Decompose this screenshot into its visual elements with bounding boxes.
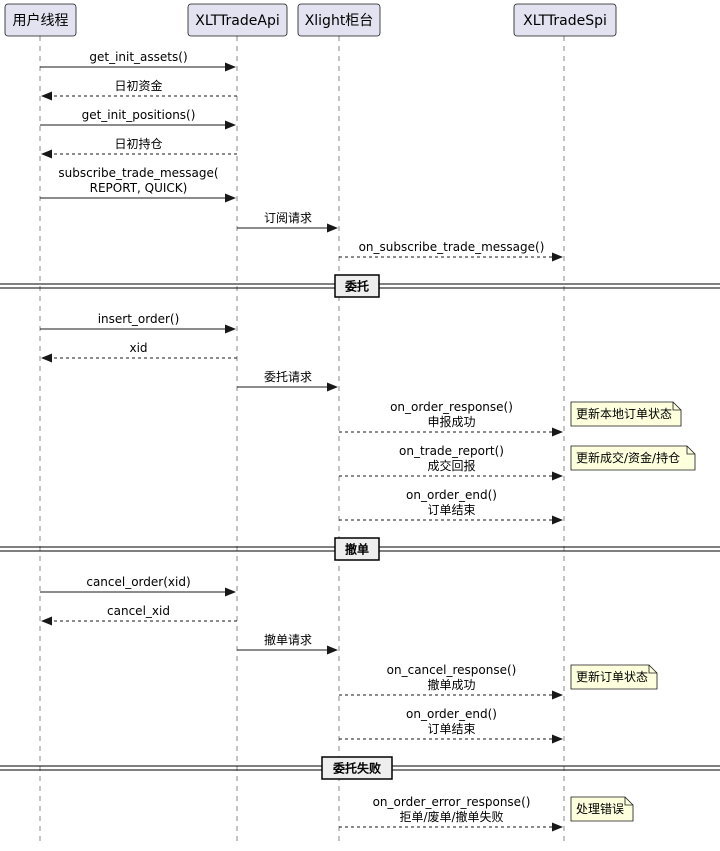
participant-api: XLTTradeApi <box>187 3 288 37</box>
participant-label: 用户线程 <box>13 12 69 29</box>
participant-spi: XLTTradeSpi <box>513 3 617 37</box>
arrow-head <box>225 324 236 334</box>
arrow-head <box>552 734 563 744</box>
message-api-to-user: xid <box>41 341 237 363</box>
message-label: cancel_order(xid) <box>86 575 190 589</box>
participant-label: XLTTradeApi <box>195 13 279 29</box>
arrow-head <box>41 149 52 159</box>
message-label: on_cancel_response() <box>387 663 517 677</box>
message-user-to-api: cancel_order(xid) <box>40 575 236 597</box>
message-label: 订单结束 <box>427 722 475 736</box>
note-text: 处理错误 <box>576 802 624 816</box>
message-label: 拒单/废单/撤单失败 <box>399 809 503 824</box>
arrow-head <box>225 62 236 72</box>
arrow-head <box>552 822 563 832</box>
section-divider: 委托失败 <box>0 756 720 780</box>
arrow-head <box>327 382 338 392</box>
note: 更新成交/资金/持仓 <box>570 445 696 471</box>
note-text: 更新本地订单状态 <box>576 406 672 421</box>
message-user-to-api: subscribe_trade_message(REPORT, QUICK) <box>40 166 236 203</box>
message-api-to-counter: 订阅请求 <box>237 211 338 233</box>
arrow-head <box>552 471 563 481</box>
note: 处理错误 <box>570 796 634 822</box>
message-label: on_order_end() <box>406 707 497 721</box>
section-divider: 委托 <box>0 274 720 298</box>
arrow-head <box>41 91 52 101</box>
message-counter-to-spi: on_order_response()申报成功 <box>339 400 563 437</box>
message-label: 订单结束 <box>427 503 475 517</box>
message-label: on_subscribe_trade_message() <box>359 240 545 254</box>
arrow-head <box>225 587 236 597</box>
section-label: 委托失败 <box>332 761 381 776</box>
message-api-to-user: cancel_xid <box>41 604 237 626</box>
note: 更新本地订单状态 <box>570 401 682 427</box>
message-user-to-api: insert_order() <box>40 312 236 334</box>
message-label: 日初持仓 <box>114 136 162 151</box>
arrow-head <box>552 252 563 262</box>
message-counter-to-spi: on_trade_report()成交回报 <box>339 444 563 481</box>
section-label: 撤单 <box>345 542 369 557</box>
message-label: subscribe_trade_message( <box>58 166 218 180</box>
message-label: xid <box>129 341 147 355</box>
message-label: 撤单成功 <box>427 677 475 692</box>
message-label: get_init_assets() <box>89 50 187 64</box>
arrow-head <box>552 427 563 437</box>
message-user-to-api: get_init_assets() <box>40 50 236 72</box>
participant-counter: Xlight柜台 <box>297 3 381 37</box>
arrow-head <box>41 616 52 626</box>
message-user-to-api: get_init_positions() <box>40 108 236 130</box>
participant-user: 用户线程 <box>4 3 77 37</box>
note-text: 更新成交/资金/持仓 <box>576 450 680 465</box>
arrow-head <box>225 120 236 130</box>
message-api-to-counter: 撤单请求 <box>237 632 338 655</box>
arrow-head <box>41 353 52 363</box>
arrow-head <box>552 690 563 700</box>
arrow-head <box>552 515 563 525</box>
message-counter-to-spi: on_subscribe_trade_message() <box>339 240 563 262</box>
message-label: insert_order() <box>98 312 180 326</box>
section-label: 委托 <box>344 279 369 294</box>
message-api-to-user: 日初资金 <box>41 78 237 101</box>
message-label: cancel_xid <box>107 604 170 618</box>
message-label: REPORT, QUICK) <box>90 181 188 195</box>
message-label: 日初资金 <box>114 78 162 93</box>
message-counter-to-spi: on_cancel_response()撤单成功 <box>339 663 563 700</box>
message-label: 订阅请求 <box>264 211 312 225</box>
message-counter-to-spi: on_order_end()订单结束 <box>339 488 563 525</box>
note-text: 更新订单状态 <box>576 669 648 684</box>
message-label: 委托请求 <box>264 370 312 384</box>
message-label: get_init_positions() <box>82 108 196 122</box>
note: 更新订单状态 <box>570 664 658 690</box>
message-label: on_order_error_response() <box>373 795 531 809</box>
message-label: 成交回报 <box>427 458 475 473</box>
message-api-to-counter: 委托请求 <box>237 370 338 392</box>
message-label: 撤单请求 <box>264 632 312 647</box>
message-label: on_order_response() <box>390 400 513 414</box>
message-label: 申报成功 <box>427 414 475 429</box>
arrow-head <box>327 223 338 233</box>
message-api-to-user: 日初持仓 <box>41 136 237 159</box>
message-counter-to-spi: on_order_error_response()拒单/废单/撤单失败 <box>339 795 563 832</box>
section-divider: 撤单 <box>0 537 720 561</box>
message-label: on_trade_report() <box>399 444 504 458</box>
arrow-head <box>225 193 236 203</box>
participant-label: Xlight柜台 <box>305 13 374 29</box>
participant-label: XLTTradeSpi <box>523 13 607 29</box>
message-counter-to-spi: on_order_end()订单结束 <box>339 707 563 744</box>
message-label: on_order_end() <box>406 488 497 502</box>
arrow-head <box>327 645 338 655</box>
